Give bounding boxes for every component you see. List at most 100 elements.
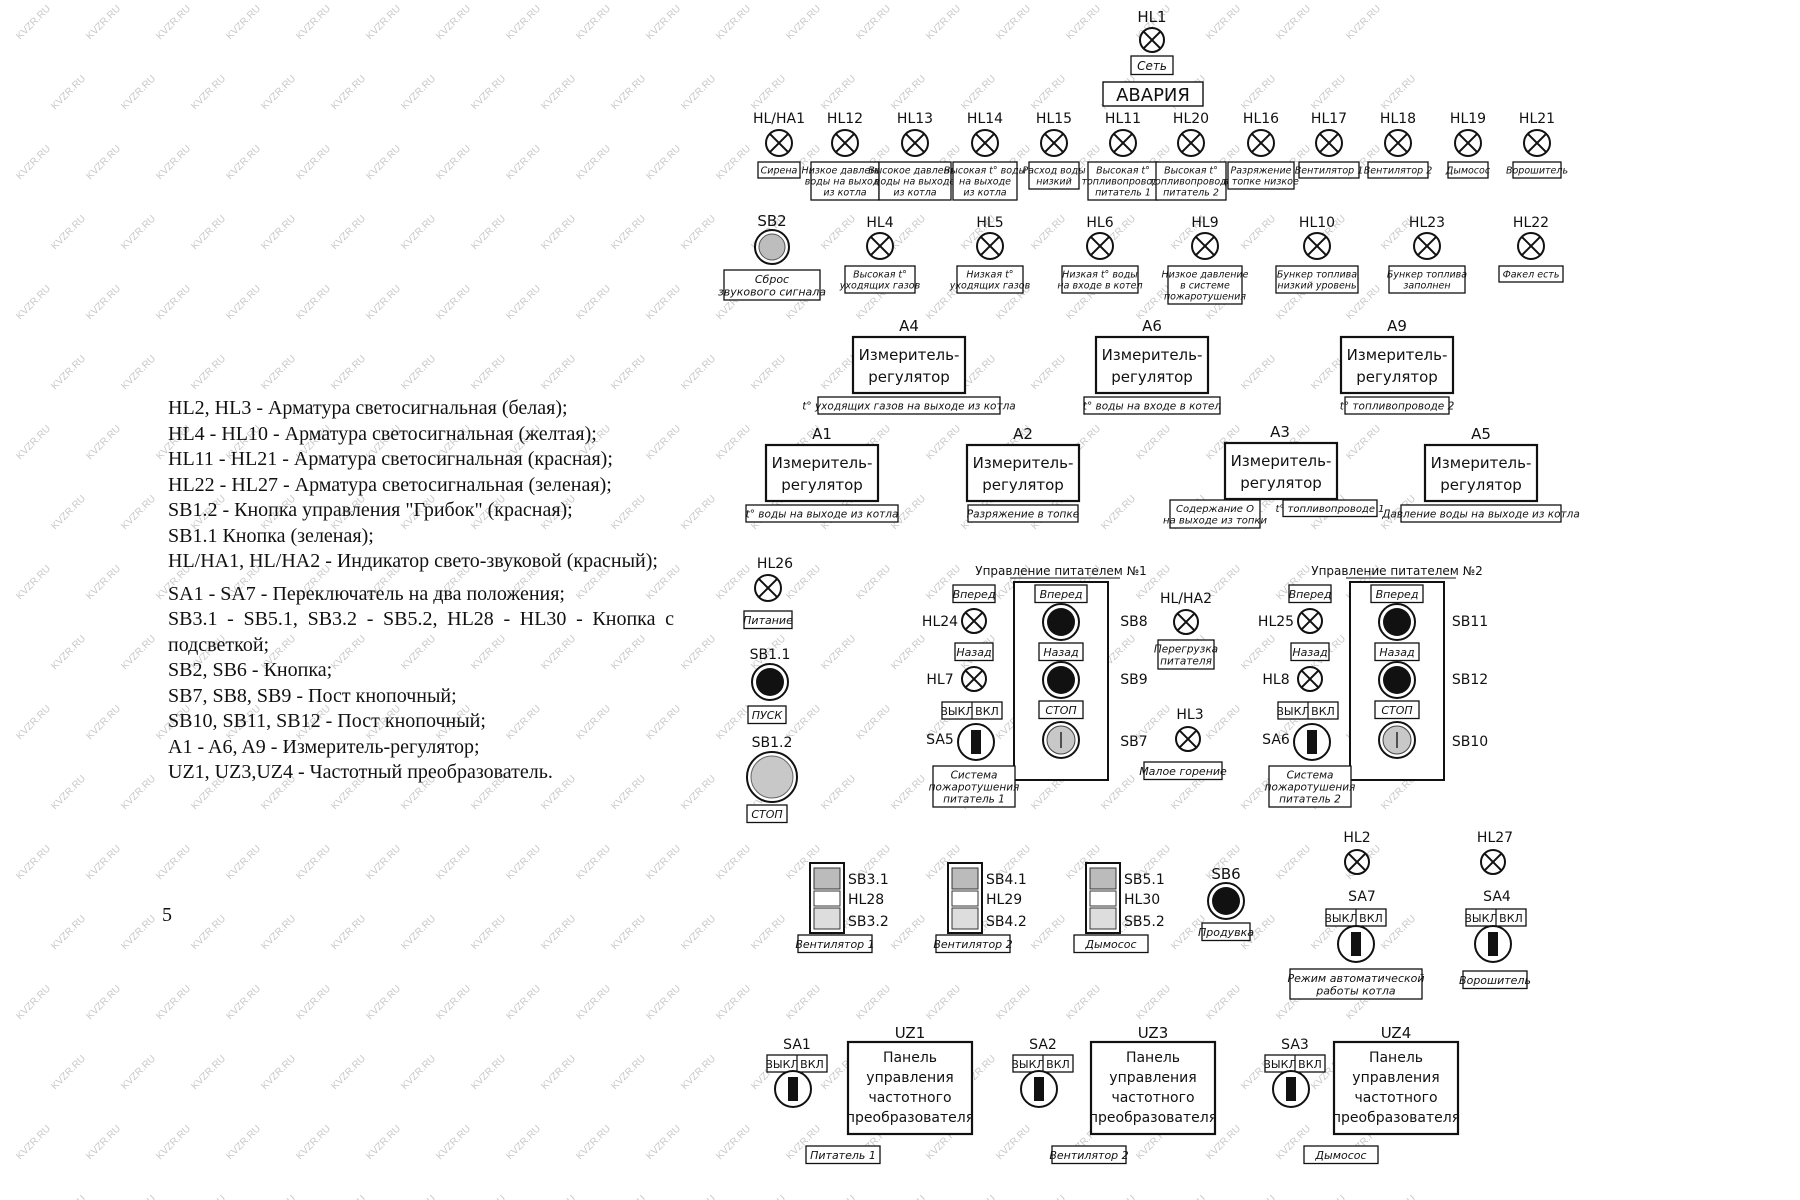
- watermark-text: KVZR.RU: [714, 423, 753, 462]
- watermark-text: KVZR.RU: [14, 843, 53, 882]
- plate-text: Высокая t°: [853, 270, 907, 281]
- watermark-text: KVZR.RU: [49, 73, 88, 112]
- drive-frame: [1089, 1040, 1217, 1136]
- watermark-text: KVZR.RU: [329, 1053, 368, 1092]
- plate-text: ВКЛ: [1311, 705, 1335, 718]
- watermark-mark: KVZR.RU: [574, 283, 613, 322]
- drive-text: частотного: [1111, 1090, 1194, 1106]
- plate-text: Вперед: [1040, 588, 1083, 601]
- lamp-cross: [1113, 133, 1133, 153]
- watermark-text: KVZR.RU: [714, 843, 753, 882]
- plate-text: пожаротушения: [929, 782, 1020, 794]
- watermark-mark: KVZR.RU: [504, 3, 543, 42]
- plate-text: Перегрузка: [1154, 644, 1218, 656]
- watermark-text: KVZR.RU: [399, 1053, 438, 1092]
- watermark-mark: KVZR.RU: [399, 1053, 438, 1092]
- plate-text: ВЫКЛ: [1263, 1058, 1296, 1071]
- watermark-mark: KVZR.RU: [714, 983, 753, 1022]
- watermark-text: KVZR.RU: [329, 73, 368, 112]
- plate-text: Высокое давление: [868, 166, 962, 177]
- alarm-lamp: [1384, 129, 1412, 157]
- plate-frame: [952, 584, 996, 604]
- warning-lamp-label: Факел есть: [1498, 265, 1564, 283]
- watermark-text: KVZR.RU: [294, 143, 333, 182]
- lamp-id: HL26: [757, 556, 793, 572]
- watermark-mark: KVZR.RU: [819, 213, 858, 252]
- watermark-text: KVZR.RU: [14, 3, 53, 42]
- meter-frame: [764, 443, 880, 503]
- watermark-mark: KVZR.RU: [1029, 1193, 1068, 1200]
- plate-text: ВКЛ: [1499, 912, 1523, 925]
- lamp-cross: [1521, 236, 1541, 256]
- alarm-lamp: [1315, 129, 1343, 157]
- watermark-mark: KVZR.RU: [224, 283, 263, 322]
- plate-frame: [1447, 161, 1489, 179]
- plate-frame: [1282, 499, 1378, 518]
- watermark-text: KVZR.RU: [924, 3, 963, 42]
- lamp-id: HL7: [926, 672, 953, 688]
- watermark-text: KVZR.RU: [1134, 423, 1173, 462]
- plate-text: питатель 1: [1095, 188, 1151, 199]
- watermark-mark: KVZR.RU: [469, 353, 508, 392]
- plate-text: ВКЛ: [1046, 1058, 1070, 1071]
- lamp-cross: [1527, 133, 1547, 153]
- legend-item: SB1.1 Кнопка (зеленая);: [168, 524, 374, 547]
- watermark-text: KVZR.RU: [434, 3, 473, 42]
- plate-text: топливопровода: [1149, 177, 1232, 188]
- alarm-lamp: [1247, 129, 1275, 157]
- watermark-text: KVZR.RU: [84, 1123, 123, 1162]
- watermark-mark: KVZR.RU: [1029, 73, 1068, 112]
- switch-id: SA1: [783, 1037, 811, 1053]
- watermark-mark: KVZR.RU: [854, 703, 893, 742]
- warning-lamp: [976, 232, 1004, 260]
- stop-button: [1378, 721, 1416, 759]
- watermark-mark: KVZR.RU: [119, 213, 158, 252]
- meter-id: A1: [812, 425, 832, 443]
- watermark-mark: KVZR.RU: [224, 1123, 263, 1162]
- plate-text: на входе в котел: [1057, 281, 1142, 292]
- drive-text: Панель: [1126, 1050, 1180, 1066]
- warning-lamp-label: Высокая t°уходящих газов: [839, 265, 921, 294]
- plate-frame: [1290, 642, 1330, 662]
- meter-title: Измеритель-: [859, 346, 960, 364]
- watermark-mark: KVZR.RU: [49, 1193, 88, 1200]
- watermark-mark: KVZR.RU: [889, 1193, 928, 1200]
- meter-title: регулятор: [868, 368, 950, 386]
- agitator-lamp: [1480, 849, 1506, 875]
- frequency-converter-panel: Панельуправлениячастотногопреобразовател…: [1089, 1040, 1217, 1136]
- plate-text: Давление воды на выходе из котла: [1381, 509, 1580, 521]
- plate-text: t° топливопроводе 2: [1340, 401, 1455, 413]
- watermark-mark: KVZR.RU: [224, 143, 263, 182]
- watermark-mark: KVZR.RU: [1309, 1193, 1348, 1200]
- watermark-text: KVZR.RU: [119, 773, 158, 812]
- watermark-text: KVZR.RU: [1379, 1193, 1418, 1200]
- watermark-mark: KVZR.RU: [154, 143, 193, 182]
- plate-frame: [1028, 161, 1080, 190]
- plate-text: заполнен: [1403, 281, 1450, 292]
- watermark-mark: KVZR.RU: [749, 73, 788, 112]
- watermark-mark: KVZR.RU: [49, 213, 88, 252]
- watermark-mark: KVZR.RU: [364, 983, 403, 1022]
- button-id: SB3.1: [848, 872, 889, 888]
- watermark-mark: KVZR.RU: [1204, 703, 1243, 742]
- button-cap: [1212, 887, 1240, 915]
- plate-text: СТОП: [1045, 704, 1076, 717]
- meter-title: регулятор: [1111, 368, 1193, 386]
- watermark-mark: KVZR.RU: [14, 1123, 53, 1162]
- button-cap: [1047, 608, 1075, 636]
- watermark-mark: KVZR.RU: [364, 843, 403, 882]
- watermark-text: KVZR.RU: [889, 773, 928, 812]
- watermark-text: KVZR.RU: [49, 493, 88, 532]
- watermark-text: KVZR.RU: [889, 213, 928, 252]
- watermark-text: KVZR.RU: [119, 633, 158, 672]
- meter-label: Разряжение в топке: [967, 504, 1079, 523]
- button-id: SB2: [757, 212, 786, 230]
- watermark-text: KVZR.RU: [14, 983, 53, 1022]
- meter-regulator: Измеритель-регулятор: [851, 335, 967, 395]
- watermark-mark: KVZR.RU: [119, 1193, 158, 1200]
- alarm-lamp-label: Дымосос: [1445, 161, 1491, 179]
- plate-text: Вентилятор 1: [1295, 166, 1364, 177]
- lamp-cross: [1417, 236, 1437, 256]
